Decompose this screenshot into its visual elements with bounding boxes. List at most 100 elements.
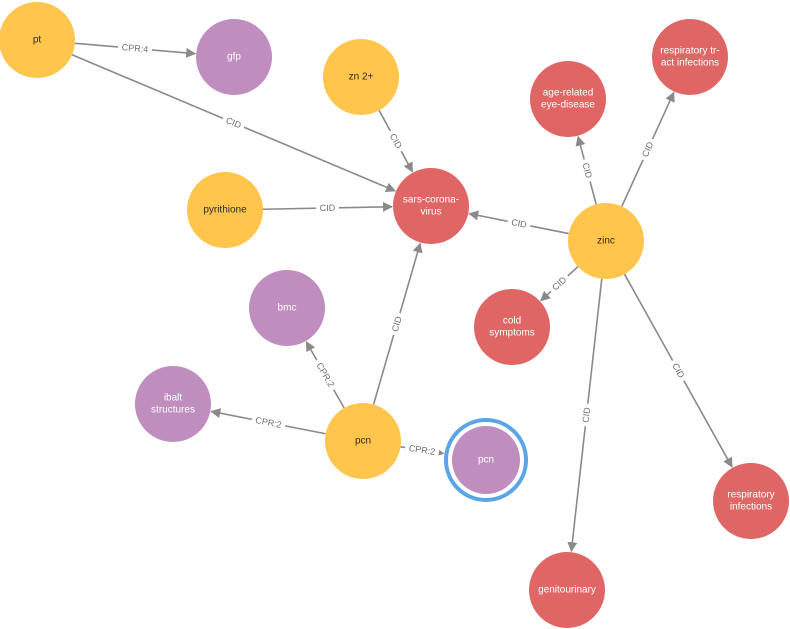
node-circle[interactable] bbox=[452, 426, 520, 494]
edge-pt-gfp[interactable]: CPR:4 bbox=[74, 41, 197, 58]
node-zinc[interactable]: zinc bbox=[568, 203, 644, 279]
edge-label-group: CPR:4 bbox=[117, 41, 153, 56]
node-label: zn 2+ bbox=[349, 72, 374, 83]
edge-zinc-cold[interactable]: CID bbox=[540, 266, 579, 302]
edge-zinc-age[interactable]: CID bbox=[575, 135, 597, 205]
node-label: structures bbox=[151, 405, 195, 416]
node-label: pyrithione bbox=[203, 205, 247, 216]
node-circle[interactable] bbox=[323, 39, 399, 115]
edge-pyrithione-sars[interactable]: CID bbox=[262, 201, 394, 215]
edge-label-group: CID bbox=[387, 311, 406, 337]
node-label: sars-corona- bbox=[403, 195, 459, 206]
edge-label-group: CID bbox=[578, 157, 596, 184]
node-pcn1[interactable]: pcn bbox=[325, 403, 401, 479]
edge-label-group: CID bbox=[637, 136, 658, 163]
edge-label-group: CPR:2 bbox=[404, 441, 440, 459]
node-circle[interactable] bbox=[713, 463, 789, 539]
edge-label-background bbox=[579, 403, 594, 427]
edge-label: CID bbox=[580, 162, 594, 180]
node-label: symptoms bbox=[489, 328, 535, 339]
edge-zinc-resp_tract[interactable]: CID bbox=[621, 91, 675, 207]
node-label: pcn bbox=[478, 455, 494, 466]
edge-label-background bbox=[117, 41, 153, 56]
edge-zinc-sars[interactable]: CID bbox=[468, 210, 569, 235]
node-zn2[interactable]: zn 2+ bbox=[323, 39, 399, 115]
node-label: pt bbox=[33, 35, 42, 46]
node-circle[interactable] bbox=[530, 61, 606, 137]
node-circle[interactable] bbox=[196, 19, 272, 95]
node-label: act infections bbox=[661, 58, 719, 69]
node-label: ibalt bbox=[164, 393, 183, 404]
edge-label-group: CID bbox=[315, 201, 340, 215]
edge-label-background bbox=[385, 128, 407, 154]
node-circle[interactable] bbox=[135, 366, 211, 442]
edge-label-group: CPR:2 bbox=[250, 413, 287, 432]
edge-label-background bbox=[637, 136, 658, 163]
edge-label: CID bbox=[581, 406, 593, 423]
edge-label-group: CID bbox=[220, 112, 247, 133]
node-circle[interactable] bbox=[568, 203, 644, 279]
node-circle[interactable] bbox=[0, 2, 75, 78]
edge-label: CPR:2 bbox=[408, 443, 436, 457]
node-label: eye-disease bbox=[541, 100, 595, 111]
edge-label-background bbox=[546, 271, 572, 296]
edge-pcn1-sars[interactable]: CID bbox=[372, 242, 423, 405]
edge-label-group: CID bbox=[385, 128, 407, 154]
node-label: zinc bbox=[597, 236, 615, 247]
edge-label: CPR:2 bbox=[255, 415, 283, 430]
node-circle[interactable] bbox=[652, 19, 728, 95]
node-label: bmc bbox=[278, 303, 297, 314]
node-label: age-related bbox=[543, 88, 594, 99]
node-pcn2[interactable]: pcn bbox=[444, 418, 528, 502]
node-gfp[interactable]: gfp bbox=[196, 19, 272, 95]
edge-label: CID bbox=[320, 203, 336, 213]
edge-zn2-sars[interactable]: CID bbox=[378, 110, 414, 173]
node-circle[interactable] bbox=[187, 172, 263, 248]
node-label: genitourinary bbox=[538, 585, 596, 596]
edge-label: CPR:4 bbox=[121, 42, 148, 54]
node-label: virus bbox=[420, 207, 441, 218]
edge-pcn1-pcn2[interactable]: CPR:2 bbox=[400, 441, 445, 459]
node-circle[interactable] bbox=[249, 270, 325, 346]
node-label: infections bbox=[730, 502, 772, 513]
edge-label-group: CID bbox=[667, 357, 690, 384]
edge-label-background bbox=[311, 357, 339, 393]
edge-label-background bbox=[506, 215, 532, 232]
edge-pt-sars[interactable]: CID bbox=[71, 54, 396, 192]
edge-label-background bbox=[387, 311, 406, 337]
edge-label-background bbox=[667, 357, 690, 384]
node-sars[interactable]: sars-corona-virus bbox=[393, 168, 469, 244]
edge-label-group: CID bbox=[506, 215, 532, 232]
edge-label-group: CPR:2 bbox=[311, 357, 339, 393]
edge-label-background bbox=[220, 112, 247, 133]
node-label: gfp bbox=[227, 52, 241, 63]
edge-pcn1-ibalt[interactable]: CPR:2 bbox=[210, 408, 326, 435]
node-circle[interactable] bbox=[325, 403, 401, 479]
edge-label: CPR:2 bbox=[314, 361, 336, 389]
edge-label-background bbox=[578, 157, 596, 184]
node-pt[interactable]: pt bbox=[0, 2, 75, 78]
node-circle[interactable] bbox=[393, 168, 469, 244]
node-bmc[interactable]: bmc bbox=[249, 270, 325, 346]
edge-label-group: CID bbox=[579, 403, 594, 427]
node-circle[interactable] bbox=[474, 289, 550, 365]
edge-label: CID bbox=[510, 217, 528, 230]
node-circle[interactable] bbox=[529, 552, 605, 628]
edge-pcn1-bmc[interactable]: CPR:2 bbox=[305, 340, 345, 409]
edge-zinc-genito[interactable]: CID bbox=[567, 278, 603, 553]
node-label: pcn bbox=[355, 436, 371, 447]
selection-ring bbox=[444, 418, 528, 502]
edge-zinc-resp_inf[interactable]: CID bbox=[623, 273, 733, 468]
node-label: respiratory bbox=[727, 490, 774, 501]
node-resp_tract[interactable]: respiratory tr-act infections bbox=[652, 19, 728, 95]
node-genito[interactable]: genitourinary bbox=[529, 552, 605, 628]
node-pyrithione[interactable]: pyrithione bbox=[187, 172, 263, 248]
